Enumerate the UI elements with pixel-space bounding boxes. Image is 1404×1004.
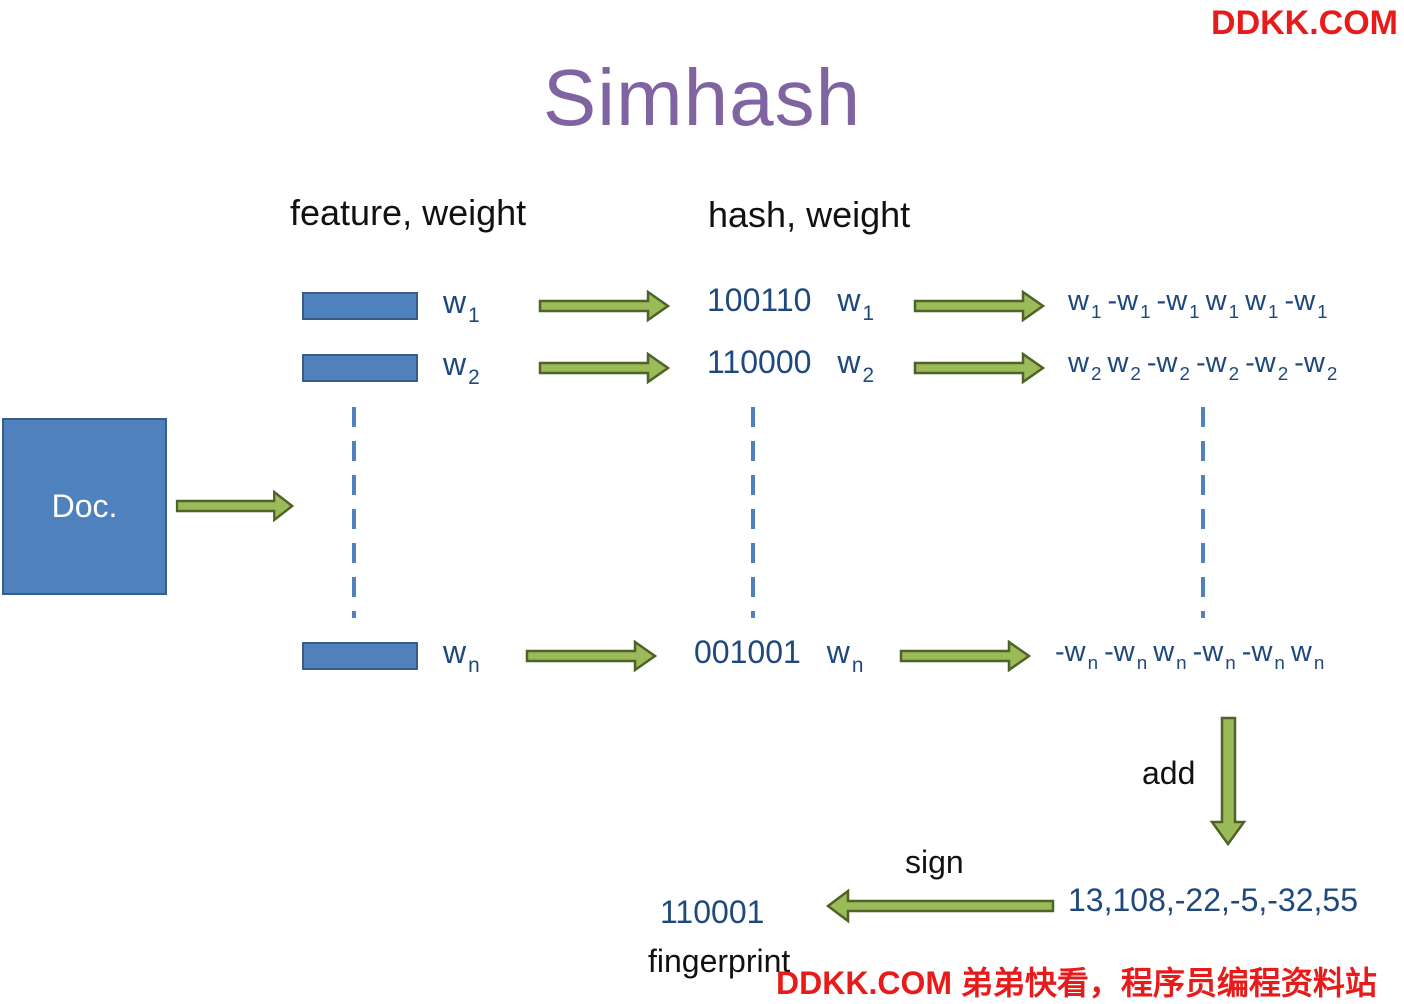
summed-values: 13,108,-22,-5,-32,55 (1068, 882, 1358, 918)
document-box: Doc. (2, 418, 167, 595)
document-label: Doc. (51, 488, 118, 524)
row2-feature-to-hash-arrow (538, 352, 670, 384)
sign-label: sign (905, 844, 964, 880)
add-label: add (1142, 755, 1196, 791)
hash-row-2: 110000 w2 (707, 344, 875, 388)
feature-weight-2: w2 (443, 346, 480, 390)
row1-feature-to-hash-arrow (538, 290, 670, 322)
feature-box-2 (302, 354, 418, 382)
row1-hash-to-vector-arrow (913, 290, 1045, 322)
fingerprint-label: fingerprint (648, 943, 791, 979)
rown-hash-to-vector-arrow (899, 640, 1031, 672)
hash-row-1: 100110 w1 (707, 282, 875, 326)
row2-hash-to-vector-arrow (913, 352, 1045, 384)
feature-weight-n: wn (443, 634, 480, 678)
doc-to-features-arrow (175, 490, 294, 522)
slide-title: Simhash (542, 53, 862, 142)
feature-box-n (302, 642, 418, 670)
hash-bits-2: 110000 (707, 344, 812, 380)
hash-row-n: 001001 wn (694, 634, 864, 678)
hash-weight-heading: hash, weight (708, 194, 911, 235)
hash-bits-n: 001001 (694, 634, 801, 670)
add-down-arrow (1209, 716, 1247, 847)
feature-box-1 (302, 292, 418, 320)
hash-weight-2: w2 (837, 344, 875, 388)
rown-feature-to-hash-arrow (525, 640, 657, 672)
sign-left-arrow (825, 888, 1055, 924)
hash-weight-n: wn (826, 634, 864, 678)
watermark-top: DDKK.COM (1211, 4, 1398, 42)
watermark-bottom: DDKK.COM 弟弟快看，程序员编程资料站 (776, 965, 1377, 1001)
feature-weight-1: w1 (443, 284, 480, 328)
hash-bits-1: 100110 (707, 282, 812, 318)
hash-weight-1: w1 (837, 282, 875, 326)
feature-weight-heading: feature, weight (290, 192, 527, 233)
fingerprint-value: 110001 (660, 894, 765, 930)
